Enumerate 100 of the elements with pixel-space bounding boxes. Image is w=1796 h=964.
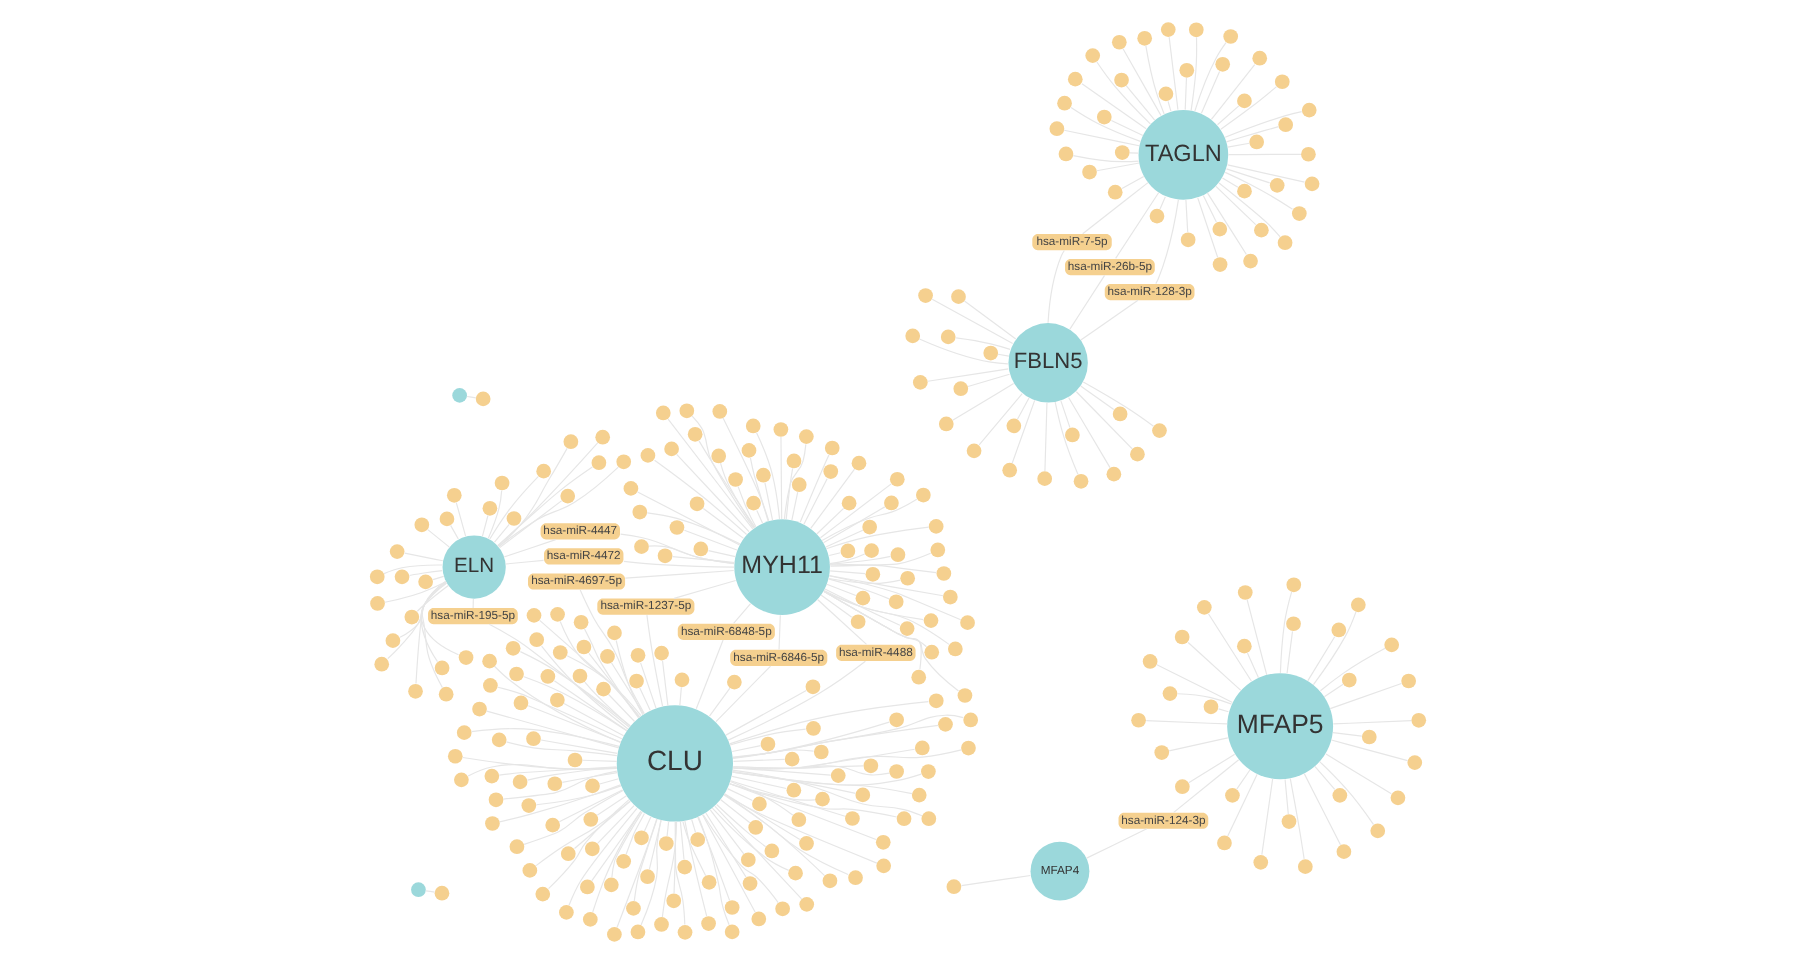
node-circle: ELN bbox=[442, 535, 506, 599]
connector bbox=[1236, 769, 1251, 790]
connector bbox=[1177, 693, 1233, 705]
node-circle bbox=[850, 614, 866, 630]
node-circle bbox=[596, 681, 611, 697]
connector bbox=[489, 476, 539, 540]
node-circle bbox=[923, 613, 939, 628]
connector bbox=[599, 778, 620, 785]
node-circle bbox=[484, 768, 500, 784]
node-circle bbox=[1253, 855, 1269, 870]
connector bbox=[731, 744, 762, 753]
node-circle bbox=[669, 520, 685, 535]
connector bbox=[450, 524, 459, 540]
connector bbox=[1329, 682, 1403, 710]
connector bbox=[535, 800, 631, 867]
connector bbox=[1173, 759, 1240, 813]
connector bbox=[726, 788, 754, 802]
node-circle bbox=[936, 566, 952, 581]
connector bbox=[1221, 177, 1239, 188]
node-circle bbox=[953, 381, 969, 397]
connector bbox=[716, 803, 767, 848]
node-circle bbox=[690, 832, 706, 847]
node-circle bbox=[806, 721, 821, 736]
connector bbox=[824, 588, 901, 626]
node-circle bbox=[863, 758, 879, 774]
connector bbox=[1121, 176, 1145, 190]
node-circle bbox=[536, 463, 551, 479]
node-circle bbox=[550, 607, 565, 622]
connector bbox=[1096, 162, 1140, 172]
node-circle bbox=[1073, 473, 1089, 489]
connector bbox=[728, 783, 898, 818]
node-circle bbox=[595, 429, 611, 445]
node-circle bbox=[1057, 95, 1072, 111]
node-circle bbox=[1407, 755, 1423, 770]
connector bbox=[702, 814, 779, 904]
connector bbox=[487, 490, 503, 539]
connector bbox=[1261, 778, 1274, 856]
connector bbox=[723, 794, 849, 876]
node-circle bbox=[679, 403, 695, 419]
connector bbox=[1125, 85, 1156, 121]
node-circle bbox=[788, 865, 803, 881]
connector bbox=[1159, 196, 1166, 210]
connector bbox=[816, 507, 845, 535]
node-circle bbox=[889, 471, 905, 487]
connector bbox=[1086, 828, 1148, 859]
node-circle bbox=[983, 345, 999, 361]
connector bbox=[671, 555, 736, 564]
node-circle bbox=[560, 846, 576, 862]
connector bbox=[732, 765, 890, 776]
connector bbox=[666, 821, 670, 837]
connector bbox=[1319, 761, 1375, 826]
connector bbox=[486, 710, 620, 749]
connector bbox=[462, 756, 618, 770]
connector bbox=[683, 529, 738, 551]
connector bbox=[499, 784, 622, 823]
connector bbox=[828, 575, 944, 597]
node-circle bbox=[1350, 597, 1366, 613]
connector bbox=[698, 440, 756, 528]
node-circle bbox=[677, 859, 693, 875]
connector bbox=[415, 581, 447, 685]
connector bbox=[541, 645, 629, 730]
node-circle bbox=[712, 404, 728, 419]
node-circle bbox=[963, 712, 979, 728]
connector bbox=[1224, 111, 1303, 138]
node-circle bbox=[1180, 232, 1196, 248]
node-circle bbox=[404, 609, 420, 625]
node-circle bbox=[946, 879, 962, 895]
node-circle bbox=[1269, 178, 1285, 193]
node-circle bbox=[632, 504, 648, 520]
connector bbox=[558, 789, 623, 823]
node-circle bbox=[822, 873, 838, 889]
node-circle bbox=[1188, 22, 1204, 38]
node-circle bbox=[805, 679, 821, 695]
node-circle bbox=[756, 467, 771, 483]
node-circle bbox=[1215, 56, 1231, 72]
node-circle bbox=[657, 548, 673, 564]
connector bbox=[724, 793, 826, 877]
node-circle bbox=[674, 672, 690, 688]
connector bbox=[825, 526, 930, 550]
node-circle bbox=[911, 787, 927, 803]
connector bbox=[783, 443, 807, 520]
connector bbox=[568, 807, 638, 906]
node-circle bbox=[799, 897, 815, 912]
connector bbox=[823, 589, 950, 645]
node-circle bbox=[1361, 729, 1377, 745]
node-circle bbox=[1237, 585, 1253, 600]
node-circle bbox=[1049, 121, 1065, 137]
connector bbox=[1330, 739, 1409, 762]
node-circle bbox=[890, 547, 906, 563]
connector bbox=[829, 564, 937, 574]
node-circle bbox=[1152, 423, 1167, 438]
connector bbox=[819, 483, 892, 539]
connector bbox=[1082, 182, 1149, 235]
connector bbox=[1115, 191, 1160, 259]
connector bbox=[497, 686, 623, 740]
connector bbox=[960, 874, 1031, 887]
node-circle bbox=[576, 639, 592, 655]
connector bbox=[498, 766, 618, 776]
connector bbox=[711, 807, 790, 871]
node-circle: MYH11 bbox=[734, 519, 830, 615]
